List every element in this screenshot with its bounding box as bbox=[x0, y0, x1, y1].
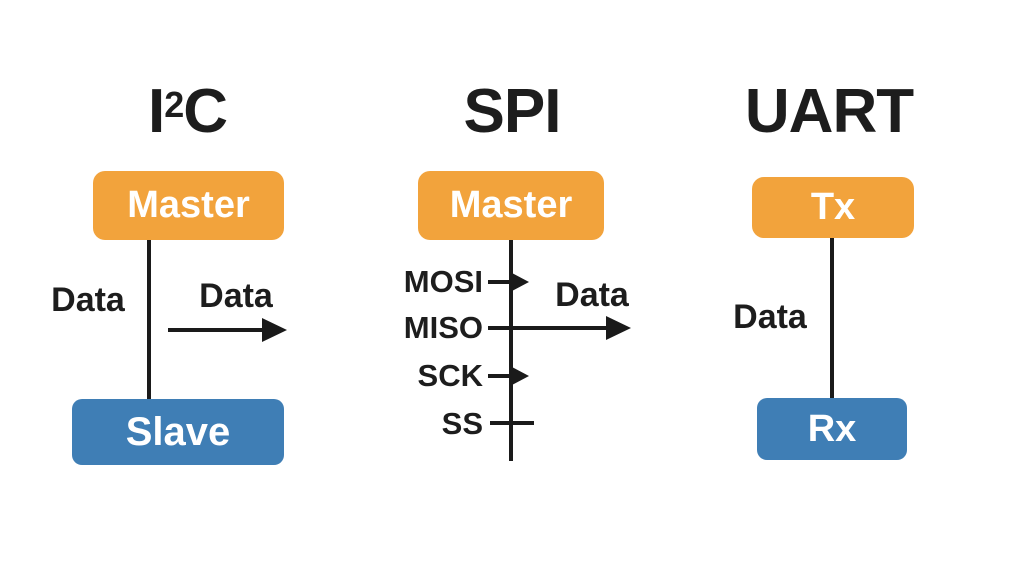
spi-master-box: Master bbox=[418, 171, 604, 240]
i2c-master-label: Master bbox=[127, 184, 250, 226]
uart-title: UART bbox=[744, 77, 914, 146]
i2c-title-pre: I bbox=[147, 77, 165, 146]
i2c-title: I2C bbox=[90, 76, 285, 147]
spi-master-label: Master bbox=[449, 184, 573, 226]
spi-signal-sck-label: SCK bbox=[417, 358, 483, 393]
spi-data-label: Data bbox=[555, 276, 629, 314]
spi-miso-arrowhead-icon bbox=[606, 316, 631, 340]
uart-rx-label: Rx bbox=[807, 407, 857, 450]
uart-link-line bbox=[830, 238, 834, 399]
uart-rx-box: Rx bbox=[757, 398, 907, 460]
spi-sck-arrowhead-icon bbox=[512, 367, 529, 385]
spi-ss-tick bbox=[490, 421, 534, 425]
i2c-title-superscript: 2 bbox=[164, 83, 184, 125]
i2c-data-left-label: Data bbox=[51, 281, 125, 319]
i2c-title-post: C bbox=[183, 77, 228, 146]
i2c-slave-box: Slave bbox=[72, 399, 284, 465]
spi-sck-arrow-shaft bbox=[488, 374, 514, 378]
spi-signal-ss-label: SS bbox=[441, 406, 483, 441]
i2c-slave-label: Slave bbox=[125, 409, 231, 454]
i2c-master-box: Master bbox=[93, 171, 284, 240]
spi-mosi-arrow-shaft bbox=[488, 280, 514, 284]
i2c-bus-line bbox=[147, 239, 151, 403]
spi-mosi-arrowhead-icon bbox=[512, 273, 529, 291]
spi-signal-miso-label: MISO bbox=[403, 310, 483, 345]
spi-miso-arrow-shaft bbox=[488, 326, 608, 330]
i2c-data-arrowhead-icon bbox=[262, 318, 287, 342]
uart-data-label: Data bbox=[733, 298, 807, 336]
spi-bus-line bbox=[509, 240, 513, 461]
spi-signal-mosi-label: MOSI bbox=[403, 264, 483, 299]
spi-title: SPI bbox=[463, 77, 562, 146]
i2c-data-arrow-shaft bbox=[168, 328, 264, 332]
uart-tx-label: Tx bbox=[810, 186, 856, 228]
uart-tx-box: Tx bbox=[752, 177, 914, 238]
i2c-data-right-label: Data bbox=[199, 277, 273, 315]
